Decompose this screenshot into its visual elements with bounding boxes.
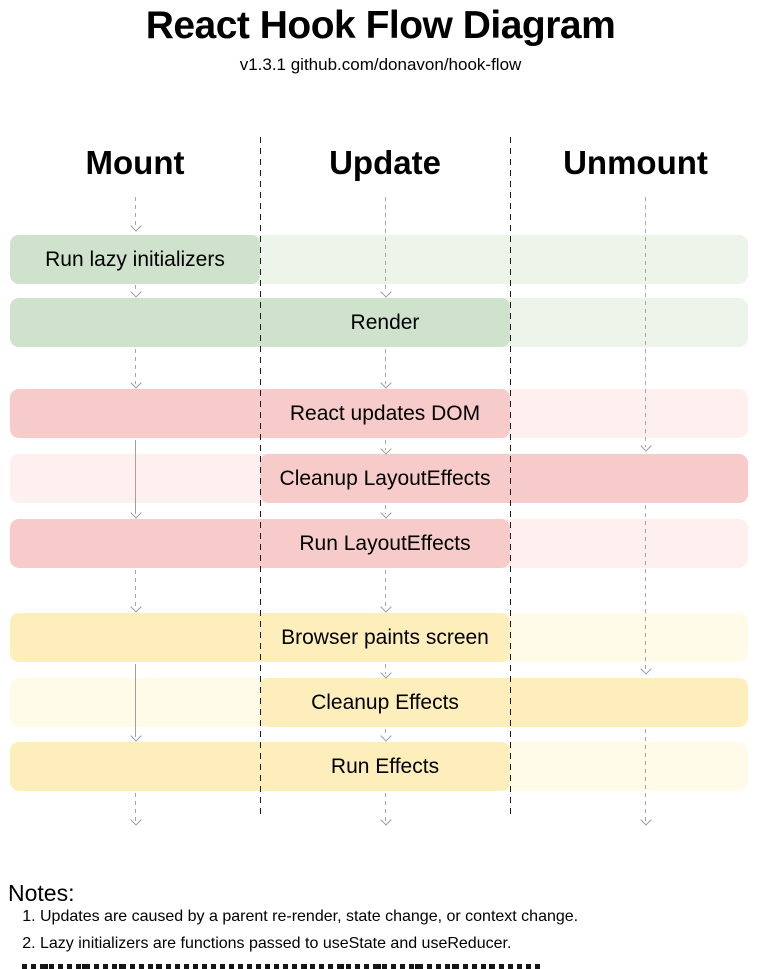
flow-step-cleanup-effects: Cleanup Effects [10,678,748,727]
update-flow-arrow-icon [381,793,390,824]
mount-flow-arrow-icon [131,793,140,824]
note-item: Lazy initializers are functions passed t… [40,935,578,952]
flow-step-browser-paints-screen: Browser paints screen [10,613,748,662]
update-flow-arrow-icon [381,664,390,677]
flow-step-label: Run LayoutEffects [299,532,471,555]
mount-flow-arrow-icon [131,349,140,387]
mount-flow-arrow-icon [131,570,140,611]
note-item: Updates are caused by a parent re-render… [40,908,578,925]
column-header-unmount: Unmount [563,144,708,181]
unmount-flow-arrow-icon [641,505,650,673]
flow-step-render: Render [10,298,748,347]
flow-step-highlight [260,678,748,727]
update-flow-arrow-icon [381,729,390,740]
notes-list: Updates are caused by a parent re-render… [8,908,578,962]
flow-step-label: Cleanup Effects [311,691,459,714]
update-flow-arrow-icon [381,570,390,611]
page-title: React Hook Flow Diagram [145,4,616,47]
update-flow-arrow-icon [381,197,390,296]
flow-step-run-lazy-initializers: Run lazy initializers [10,235,748,284]
mount-flow-arrow-icon [131,440,140,517]
flow-step-label: Cleanup LayoutEffects [279,467,491,490]
notes-heading: Notes: [8,880,75,906]
unmount-flow-arrow-icon [641,197,650,450]
flow-step-react-updates-dom: React updates DOM [10,389,748,438]
update-flow-arrow-icon [381,505,390,517]
column-separator-icon [260,137,261,818]
column-header-mount: Mount [85,144,185,181]
unmount-flow-arrow-icon [641,729,650,824]
mount-flow-arrow-icon [131,664,140,740]
column-header-update: Update [329,144,441,181]
flow-step-label: Run lazy initializers [45,248,225,271]
flow-step-label: Render [350,311,420,334]
flow-step-highlight [260,454,748,503]
page-subtitle: v1.3.1 github.com/donavon/hook-flow [239,55,522,74]
flow-step-highlight [10,235,260,284]
mount-flow-arrow-icon [131,197,140,230]
flow-step-run-layouteffects: Run LayoutEffects [10,519,748,568]
mount-flow-arrow-icon [131,285,140,296]
flow-step-run-effects: Run Effects [10,742,748,791]
flow-step-cleanup-layouteffects: Cleanup LayoutEffects [10,454,748,503]
flow-step-label: Browser paints screen [281,626,489,649]
update-flow-arrow-icon [381,349,390,387]
flow-step-label: React updates DOM [289,402,481,425]
column-separator-icon [510,137,511,818]
clipped-bottom-text [22,964,540,969]
update-flow-arrow-icon [381,440,390,453]
flow-step-label: Run Effects [330,755,440,778]
